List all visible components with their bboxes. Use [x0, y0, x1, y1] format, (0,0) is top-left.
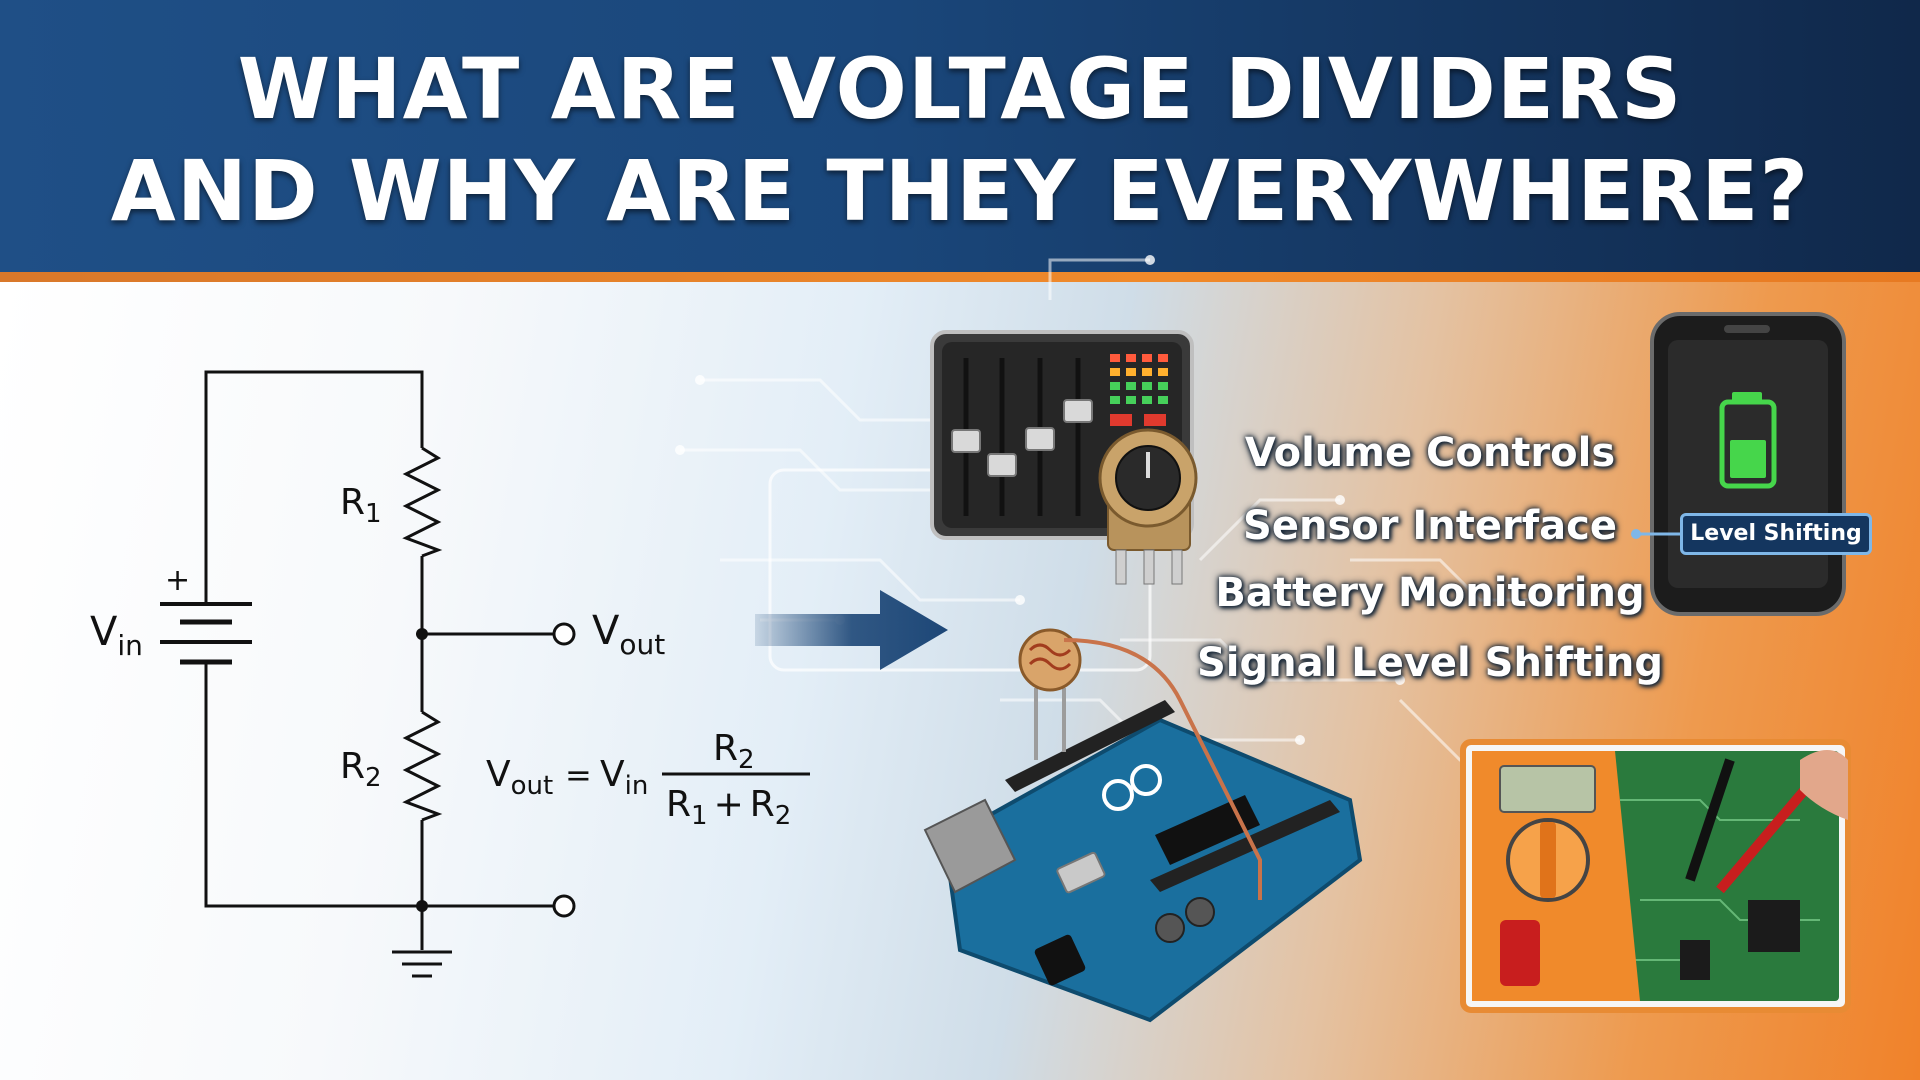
schematic-top-wire: [204, 370, 424, 592]
battery-level-icon: [1719, 392, 1777, 489]
application-label-volume-controls: Volume Controls: [1244, 430, 1616, 476]
page-title-line-1: WHAT ARE VOLTAGE DIVIDERS: [237, 40, 1683, 138]
junction-dot-vout: [416, 628, 428, 640]
formula-denominator: R1+R2: [666, 784, 791, 831]
ground-output-terminal: [552, 894, 576, 918]
junction-dot-ground: [416, 900, 428, 912]
level-shifting-badge: Level Shifting: [1680, 513, 1872, 555]
r1-label: R1: [340, 482, 382, 529]
r2-label: R2: [340, 746, 382, 793]
formula-lhs: Vout: [486, 754, 553, 801]
title-divider-stripe: [0, 272, 1920, 282]
formula-numerator: R2: [713, 728, 755, 775]
voltage-divider-schematic: [204, 370, 555, 950]
vout-terminal: [552, 622, 576, 646]
multimeter-photo-icon: [1460, 739, 1851, 1013]
photoresistor-icon: [1018, 628, 1262, 900]
resistor-r2-symbol: [402, 710, 443, 822]
potentiometer-icon: [1098, 428, 1198, 585]
formula-equals: =: [565, 756, 592, 794]
ground-symbol: [392, 950, 452, 978]
page-title-line-2: AND WHY ARE THEY EVERYWHERE?: [110, 142, 1810, 240]
battery-plus-label: +: [165, 563, 190, 598]
vout-label: Vout: [592, 608, 665, 661]
voltage-divider-formula: Vout = Vin R2 R1+R2: [486, 728, 810, 831]
resistor-r1-symbol: [402, 446, 443, 558]
title-banner: [0, 0, 1920, 272]
formula-vin: Vin: [600, 754, 648, 801]
battery-symbol: [160, 592, 252, 672]
arduino-board-icon: [923, 700, 1363, 1023]
application-label-battery-monitoring: Battery Monitoring: [1215, 570, 1645, 616]
application-label-signal-level-shifting: Signal Level Shifting: [1196, 640, 1664, 686]
level-shifting-connector-dot: [1631, 529, 1641, 539]
right-arrow-icon: [755, 590, 948, 670]
application-label-sensor-interface: Sensor Interface: [1243, 503, 1617, 549]
level-meter-leds: [1110, 354, 1168, 426]
page-title: WHAT ARE VOLTAGE DIVIDERS AND WHY ARE TH…: [0, 38, 1920, 242]
schematic-bottom-wire: [204, 662, 424, 908]
vin-label: Vin: [90, 609, 143, 662]
